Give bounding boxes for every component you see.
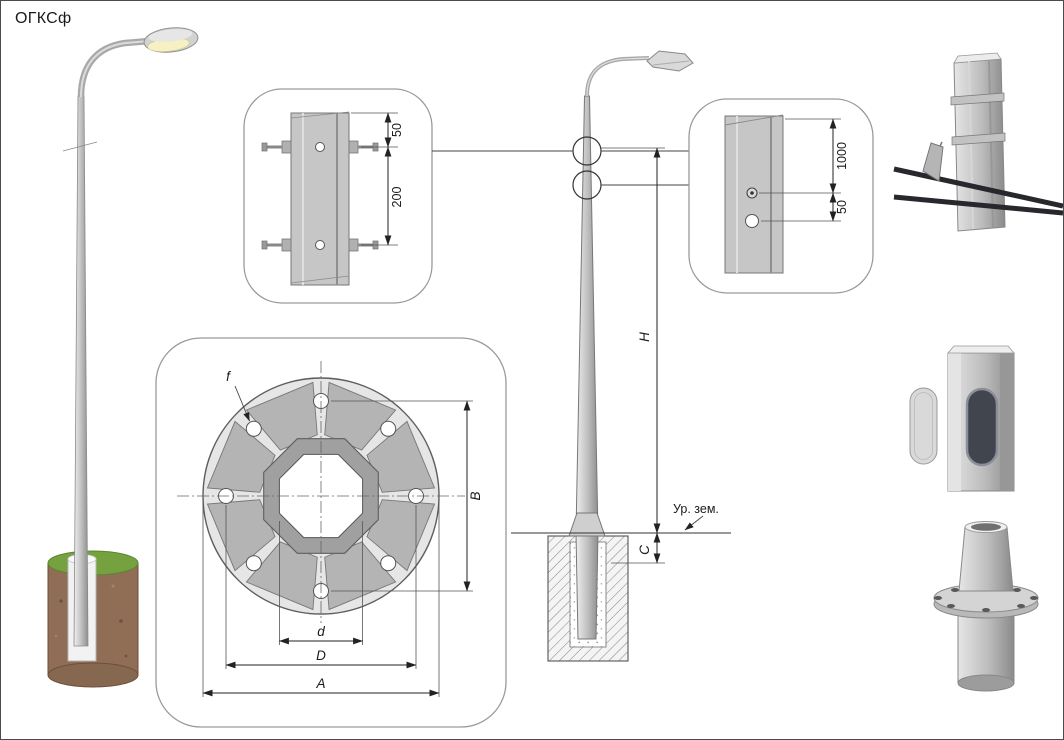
pole-3d-render xyxy=(47,27,199,688)
pole-arm-3d xyxy=(77,37,150,98)
dim-label-A: A xyxy=(315,676,325,691)
door-cover-3d xyxy=(909,387,938,465)
pole-shaft-3d xyxy=(73,95,89,647)
pole-elevation-drawing: Ур. зем. H C xyxy=(432,50,731,662)
luminaire-elevation xyxy=(646,50,694,72)
cable-lower xyxy=(893,194,1063,216)
band-clamp-3d-upper xyxy=(950,92,1005,106)
dim-label-H: H xyxy=(637,332,652,342)
band-clamp-3d-lower xyxy=(951,132,1006,146)
render-cable-clamp xyxy=(893,52,1063,232)
dim-label-50-bottom: 50 xyxy=(835,200,849,214)
dim-label-f: f xyxy=(226,369,231,384)
pole-shaft-elevation xyxy=(575,95,599,640)
ground-level-label: Ур. зем. xyxy=(673,502,719,516)
flange-bolt-holes-3d xyxy=(934,588,1038,612)
dim-label-B: B xyxy=(468,491,483,500)
wedge-clamp-3d xyxy=(922,142,944,182)
pole-arm-elevation xyxy=(585,56,650,97)
render-flange-base xyxy=(933,521,1039,692)
dim-label-50-top: 50 xyxy=(390,123,404,137)
base-tube-3d xyxy=(958,526,1014,592)
detail-view-ground-bolt: 1000 50 xyxy=(688,98,874,294)
render-access-door xyxy=(909,345,1015,492)
flange-gussets xyxy=(206,381,436,611)
band-clamp-upper xyxy=(261,140,379,154)
dim-label-d: d xyxy=(317,624,325,639)
leader-f xyxy=(234,385,250,422)
foundation-3d xyxy=(47,550,139,688)
luminaire-3d xyxy=(143,27,199,53)
pole-weld-seam xyxy=(62,141,98,152)
ground-leader xyxy=(684,515,704,531)
pole-section-bar xyxy=(290,112,350,286)
drawing-title: ОГКСф xyxy=(15,10,71,27)
dim-label-200: 200 xyxy=(390,187,404,208)
detail-view-clamp-section: 50 200 xyxy=(243,88,433,304)
cable-upper xyxy=(893,166,1063,209)
dim-label-1000: 1000 xyxy=(835,142,849,170)
break-line xyxy=(724,114,784,126)
dim-label-C: C xyxy=(637,545,652,555)
pole-base-socket xyxy=(568,512,606,537)
flange-plan-view: f B d D A xyxy=(155,337,507,728)
dim-label-D: D xyxy=(316,648,326,663)
lower-hole xyxy=(745,214,759,228)
access-opening-3d xyxy=(965,387,999,467)
